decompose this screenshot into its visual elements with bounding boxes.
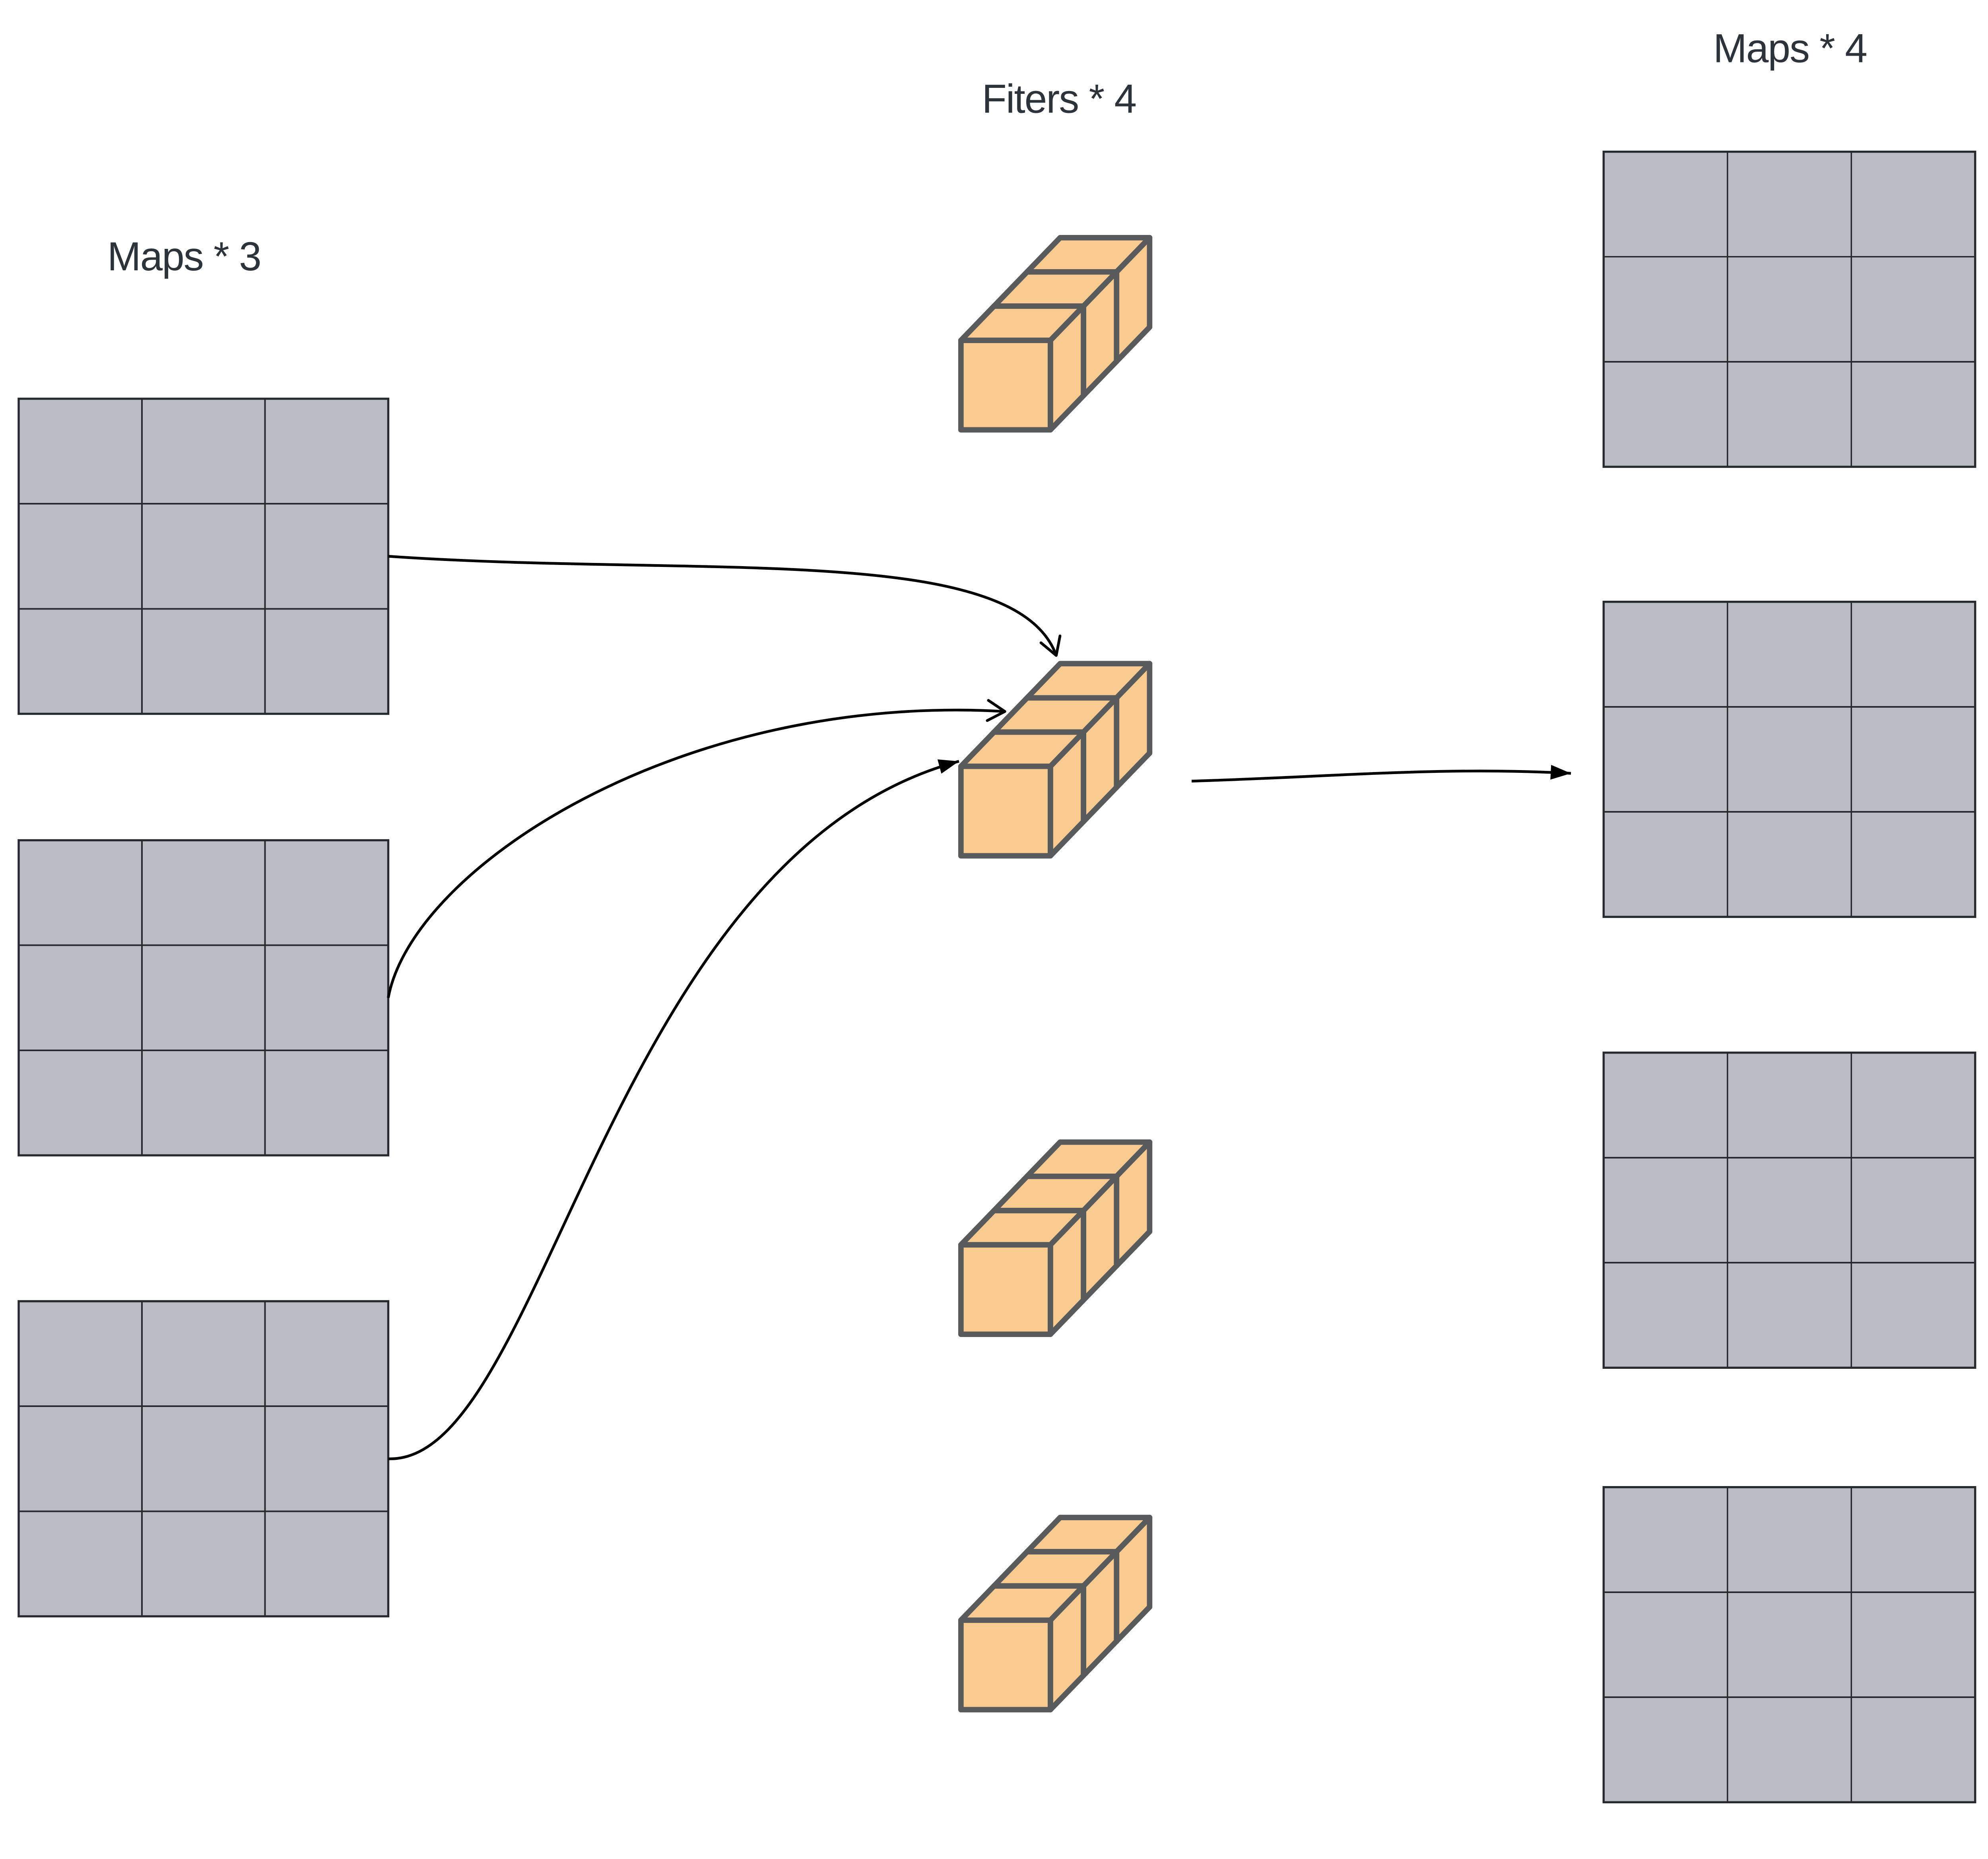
map-cell [1726,1696,1852,1803]
map-cell [1603,1486,1728,1593]
right-map-2 [1602,601,1976,918]
map-outline [1602,1486,1976,1803]
map-cell [141,944,266,1051]
map-cell [18,1049,143,1157]
map-cell [18,1405,143,1512]
map-cell [264,398,389,505]
map-cell [1850,1696,1976,1803]
left-map-3 [17,1300,390,1618]
map-outline [1602,150,1976,468]
map-cell [141,503,266,610]
left-maps-group [17,398,390,1618]
map-cell [141,608,266,715]
left-map-2 [17,839,390,1157]
arrows-group [387,555,1571,1460]
map-cell [264,1510,389,1617]
map-cell [1726,256,1852,363]
connection-left-map-2-to-filter-2 [387,699,1006,998]
cube-front-face [958,1617,1053,1713]
map-cell [264,1405,389,1512]
map-cell [264,1300,389,1407]
cube-front-face [958,338,1053,433]
filter-4 [958,1515,1153,1713]
map-cell [1850,1262,1976,1369]
connection-filter-2-to-right-map-2 [1191,765,1571,783]
map-cell [1726,601,1852,708]
map-cell [141,1049,266,1157]
map-cell [18,1300,143,1407]
map-cell [18,944,143,1051]
map-cell [18,503,143,610]
map-cell [1603,1052,1728,1158]
map-cell [1603,706,1728,813]
left-map-1 [17,398,390,715]
cube-front-face [958,1242,1053,1337]
right-maps-group [1602,150,1976,1803]
connection-left-map-1-to-filter-2 [388,555,1062,657]
map-cell [264,1049,389,1157]
map-cell [18,839,143,946]
map-cell [1603,811,1728,918]
map-cell [1850,601,1976,708]
cube-front-face [958,763,1053,859]
map-cell [1603,151,1728,258]
map-cell [1850,256,1976,363]
map-cell [264,839,389,946]
map-cell [1850,151,1976,258]
map-outline [1602,601,1976,918]
map-cell [1603,601,1728,708]
filters-label: Fiters * 4 [982,76,1136,122]
map-cell [1726,151,1852,258]
left-maps-label: Maps * 3 [107,234,261,279]
map-cell [264,944,389,1051]
map-cell [141,1510,266,1617]
map-cell [18,1510,143,1617]
right-map-4 [1602,1486,1976,1803]
map-cell [1726,811,1852,918]
map-cell [1603,1591,1728,1698]
map-cell [1850,1052,1976,1158]
right-map-3 [1602,1052,1976,1369]
map-cell [1603,1696,1728,1803]
map-cell [1726,361,1852,468]
filter-1 [958,235,1153,433]
connection-left-map-3-to-filter-2 [388,759,959,1460]
filters-group [958,235,1153,1713]
map-cell [1726,1262,1852,1369]
map-cell [141,1300,266,1407]
map-cell [1726,706,1852,813]
map-outline [1602,1052,1976,1369]
map-cell [141,398,266,505]
filter-2 [958,661,1153,859]
map-cell [1603,1262,1728,1369]
right-map-1 [1602,150,1976,468]
map-cell [1726,1052,1852,1158]
map-cell [264,503,389,610]
right-maps-label: Maps * 4 [1713,26,1867,71]
map-cell [264,608,389,715]
map-cell [18,608,143,715]
map-cell [1850,1157,1976,1264]
filter-3 [958,1139,1153,1337]
map-cell [1850,811,1976,918]
cnn-convolution-diagram: Maps * 3 Fiters * 4 Maps * 4 [17,25,1976,1803]
map-cell [1726,1591,1852,1698]
map-cell [1603,361,1728,468]
map-cell [1726,1157,1852,1264]
map-cell [1850,1591,1976,1698]
map-cell [1850,1486,1976,1593]
map-cell [1850,361,1976,468]
map-cell [18,398,143,505]
map-cell [141,839,266,946]
map-cell [1603,256,1728,363]
map-cell [1726,1486,1852,1593]
map-cell [1603,1157,1728,1264]
map-cell [1850,706,1976,813]
map-cell [141,1405,266,1512]
